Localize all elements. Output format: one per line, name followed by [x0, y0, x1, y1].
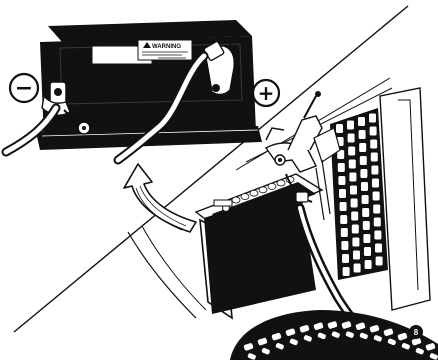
grille-cell [363, 234, 370, 243]
grille-cell [374, 231, 381, 240]
battery-closeup: WARNING [6, 20, 262, 160]
grille-cell [373, 205, 380, 214]
cell-cap [232, 197, 240, 203]
cell-cap [259, 187, 267, 193]
grille-cell [374, 218, 381, 227]
frame-panel [380, 88, 430, 310]
pointer-arrow [124, 164, 196, 232]
grille-cell [363, 221, 370, 230]
grille-cell [371, 153, 378, 162]
cell-cap [241, 194, 249, 200]
grille-cell [371, 166, 378, 175]
grille-cell [370, 140, 377, 149]
pointer-arrow-body [124, 164, 196, 232]
radiator-grille [330, 108, 388, 280]
grille-cell [359, 130, 366, 139]
grille-cell [351, 212, 358, 221]
tire [230, 310, 438, 360]
grille-cell [362, 195, 369, 204]
grille-cell [358, 117, 365, 126]
grille-cell [352, 225, 359, 234]
grille-cell [351, 199, 358, 208]
grille-cell [341, 228, 348, 237]
grille-cell [359, 143, 366, 152]
grille-cell [352, 238, 359, 247]
grille-cell [354, 264, 361, 273]
page-number-badge: 8 [409, 325, 423, 339]
grille-cell [347, 121, 354, 130]
grille-cell [365, 260, 372, 269]
grille-cell [340, 202, 347, 211]
grille-cell [350, 186, 357, 195]
grille-cell [349, 160, 356, 169]
grille-cell [362, 208, 369, 217]
negative-sign: − [10, 74, 38, 102]
grille-cell [348, 134, 355, 143]
cell-cap [250, 190, 258, 196]
grille-cell [341, 241, 348, 250]
grille-cell [360, 156, 367, 165]
cell-cap [277, 180, 285, 186]
grille-cell [340, 215, 347, 224]
negative-symbol: − [15, 76, 33, 101]
grille-cell [360, 169, 367, 178]
cell-cap [268, 183, 276, 189]
grille-cell [339, 189, 346, 198]
grille-cell [376, 257, 383, 266]
grille-cell [372, 179, 379, 188]
grille-cell [336, 124, 343, 133]
grille-cell [342, 254, 349, 263]
positive-symbol: + [258, 81, 275, 105]
grille-cell [373, 192, 380, 201]
warning-sticker [138, 40, 192, 60]
page-number: 8 [414, 328, 419, 337]
grille-cell [338, 163, 345, 172]
grille-cell [338, 176, 345, 185]
grille-cell [364, 247, 371, 256]
grille-cell [348, 147, 355, 156]
grille-cell [369, 114, 376, 123]
warning-label: WARNING [152, 44, 181, 50]
grille-cell [375, 244, 382, 253]
positive-sign: + [253, 80, 279, 106]
grille-cell [343, 267, 350, 276]
grille-cell [353, 251, 360, 260]
grille-cell [361, 182, 368, 191]
grille-cell [349, 173, 356, 182]
grille-cell [370, 127, 377, 136]
